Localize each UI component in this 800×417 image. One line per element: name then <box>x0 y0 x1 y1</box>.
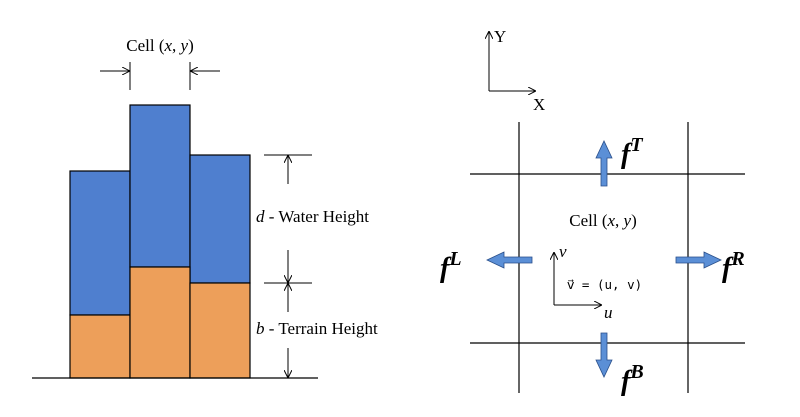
velocity-vector-label: v⃗ = (u, v) <box>567 277 642 292</box>
y-axis-label: Y <box>494 27 506 46</box>
water-column-left <box>69 170 131 316</box>
xy-axes: Y X <box>489 27 545 114</box>
cell-center-label: Cell (x, y) <box>569 211 637 230</box>
flux-right-label: fR <box>722 248 745 284</box>
water-column-middle <box>129 104 191 268</box>
terrain-column-right <box>189 282 251 379</box>
flux-arrow-bottom <box>595 332 613 378</box>
terrain-water-diagram: Cell (x, y) d - Water Height b - Terrain… <box>32 36 378 379</box>
cell-width-label: Cell (x, y) <box>126 36 194 55</box>
water-column-right <box>189 154 251 284</box>
velocity-v-label: v <box>559 242 567 261</box>
water-height-label: d - Water Height <box>256 207 369 226</box>
flux-arrow-left <box>486 251 533 269</box>
flux-bottom-label: fB <box>621 361 644 397</box>
x-axis-label: X <box>533 95 545 114</box>
flux-top-label: fT <box>621 134 643 170</box>
flux-arrow-top <box>595 140 613 187</box>
terrain-column-middle <box>129 266 191 379</box>
flux-left-label: fL <box>440 248 462 284</box>
flux-arrow-right <box>675 251 722 269</box>
velocity-u-label: u <box>604 303 613 322</box>
cell-flux-diagram: Cell (x, y) fT fB fL fR v u v⃗ = (u, v) <box>440 122 745 397</box>
terrain-column-left <box>69 314 131 379</box>
terrain-height-label: b - Terrain Height <box>256 319 378 338</box>
